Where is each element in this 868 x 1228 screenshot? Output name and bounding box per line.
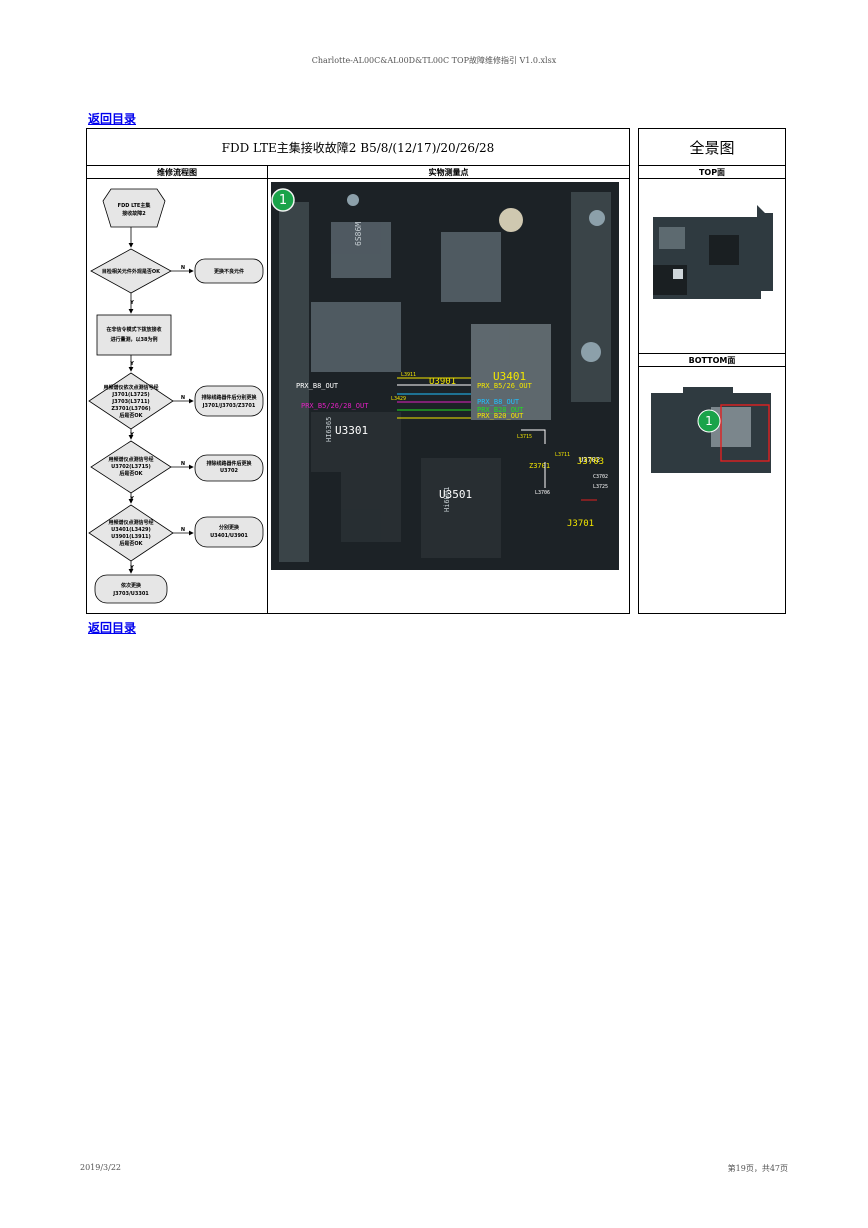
flow-a4-line1: 分别更换 [219, 524, 240, 531]
board-marker-circle [271, 188, 295, 212]
flow-yes-label: Y [129, 300, 134, 306]
flow-q3-line3: 后是否OK [119, 470, 143, 477]
label-u3501: U3501 [439, 488, 472, 501]
flow-a3-line1: 排除线路器件后更换 [206, 460, 252, 467]
overview-title: 全景图 [638, 128, 786, 166]
flow-start-shape [102, 188, 166, 228]
label-prx-b8-12-17-20: PRX_B8_OUT [296, 382, 339, 390]
label-l3911: L3911 [401, 372, 416, 378]
flow-q4-line1: 用频谱仪点测信号经 [107, 519, 153, 526]
flow-a2-shape [194, 385, 264, 417]
label-l3711: L3711 [555, 452, 570, 458]
label-prx-b8: PRX_B8_OUT [477, 398, 520, 406]
flow-q4-line4: 后是否OK [119, 540, 143, 547]
flow-no-label: N [181, 527, 185, 533]
flow-step2-shape [96, 314, 172, 356]
flow-a3-shape [194, 454, 264, 482]
table-title: FDD LTE主集接收故障2 B5/8/(12/17)/20/26/28 [86, 128, 630, 166]
chip-marking-1: 6S86M [354, 222, 363, 246]
footer-date: 2019/3/22 [80, 1163, 122, 1172]
flow-a1-text: 更换不良元件 [214, 268, 244, 275]
flow-a3-line2: U3702 [220, 468, 238, 474]
top-overview-photo [653, 205, 773, 299]
label-j3701: J3701 [567, 519, 594, 529]
flow-q2-line5: 后是否OK [119, 412, 143, 419]
board-photo: 6S86M HI6365 Hi6H01 U3401 U3901 U3301 U3… [271, 182, 619, 570]
document-header: Charlotte-AL00C&AL00D&TL00C TOP故障维修指引 V1… [311, 56, 557, 65]
label-l3429: L3429 [391, 396, 406, 402]
flow-a4-line2: U3401/U3901 [210, 533, 248, 539]
label-prx-b5-26: PRX_B5/26_OUT [477, 382, 533, 390]
label-prx-b28: PRX_B28_OUT [477, 406, 524, 414]
label-j3703: J3703 [577, 457, 604, 467]
bottom-highlight-box [720, 404, 770, 462]
flow-end-shape [94, 574, 168, 604]
column-header-measure: 实物测量点 [267, 165, 630, 179]
flow-yes-label: Y [129, 496, 134, 502]
overview-marker-number: 1 [705, 414, 713, 428]
flow-step2-line2: 进行量测，以38为例 [111, 336, 158, 343]
back-to-contents-link-top[interactable]: 返回目录 [88, 112, 137, 126]
flow-a2-line2: J3701/J3703/Z3701 [202, 403, 256, 409]
label-u3401: U3401 [493, 370, 526, 383]
flow-yes-label: Y [129, 565, 134, 571]
footer-page-number: 第19页，共47页 [727, 1164, 788, 1173]
flow-yes-label: Y [129, 432, 134, 438]
back-to-contents-link-bottom[interactable]: 返回目录 [88, 621, 137, 635]
flow-a4-shape [194, 516, 264, 548]
flow-q1-text: 目检相关元件外观是否OK [102, 268, 161, 275]
flow-a2-line1: 排除线路器件后分别更换 [201, 394, 257, 401]
flow-q2-line3: J3703(L3711) [111, 399, 149, 405]
flow-end-line1: 依次更换 [121, 582, 142, 589]
flow-yes-label: Y [129, 361, 134, 367]
flow-no-label: N [181, 461, 185, 467]
flow-q3-line1: 用频谱仪点测信号经 [107, 456, 153, 463]
flow-q4-line3: U3901(L3911) [111, 534, 151, 540]
bottom-overview-photo: 1 [651, 387, 771, 473]
label-l3725: L3725 [593, 484, 608, 490]
top-face-header: TOP面 [638, 165, 786, 179]
bottom-overview-cell: 1 [638, 366, 786, 614]
label-u3301: U3301 [335, 424, 368, 437]
flow-end-line2: J3703/U3301 [112, 591, 149, 597]
label-u3702: U3702 [579, 456, 600, 464]
board-marker-number: 1 [279, 193, 287, 208]
label-prx-b20: PRX_B20_OUT [477, 412, 524, 420]
label-c3702: C3702 [593, 474, 608, 480]
flow-q4-shape [88, 504, 174, 562]
flow-q3-line2: U3702(L3715) [111, 464, 151, 470]
measure-cell: 6S86M HI6365 Hi6H01 U3401 U3901 U3301 U3… [267, 178, 630, 614]
flow-q2-line4: Z3701(L3706) [111, 406, 150, 412]
flow-no-label: N [181, 395, 185, 401]
flow-q2-line2: J3701(L3725) [111, 392, 149, 398]
flow-a1-shape [194, 258, 264, 284]
chip-marking-u3301: HI6365 [325, 417, 333, 442]
flow-start-line1: FDD LTE主集 [118, 202, 152, 209]
flow-q4-line2: U3401(L3429) [111, 527, 151, 533]
label-l3706: L3706 [535, 490, 550, 496]
chip-top-left [331, 222, 391, 278]
flow-start-line2: 接收故障2 [121, 210, 146, 217]
flow-no-label: N [181, 265, 185, 271]
chip-marking-u3501: Hi6H01 [443, 487, 451, 512]
flow-q2-line1: 用频谱仪依次点测信号经 [102, 384, 158, 391]
top-overview-cell [638, 178, 786, 354]
flow-step2-line1: 在非信令模式下拨放接收 [106, 326, 161, 333]
bottom-face-header: BOTTOM面 [638, 353, 786, 367]
flowchart: FDD LTE主集 接收故障2 目检相关元件外观是否OK 更换不良元件 在非信令… [88, 188, 264, 604]
label-u3901: U3901 [429, 377, 456, 387]
flowchart-cell: FDD LTE主集 接收故障2 目检相关元件外观是否OK 更换不良元件 在非信令… [86, 178, 268, 614]
label-prx-b5-26-28: PRX_B5/26/28_OUT [301, 402, 369, 410]
column-header-flow: 维修流程图 [86, 165, 268, 179]
label-l3715: L3715 [517, 434, 532, 440]
label-z3701: Z3701 [529, 462, 550, 470]
